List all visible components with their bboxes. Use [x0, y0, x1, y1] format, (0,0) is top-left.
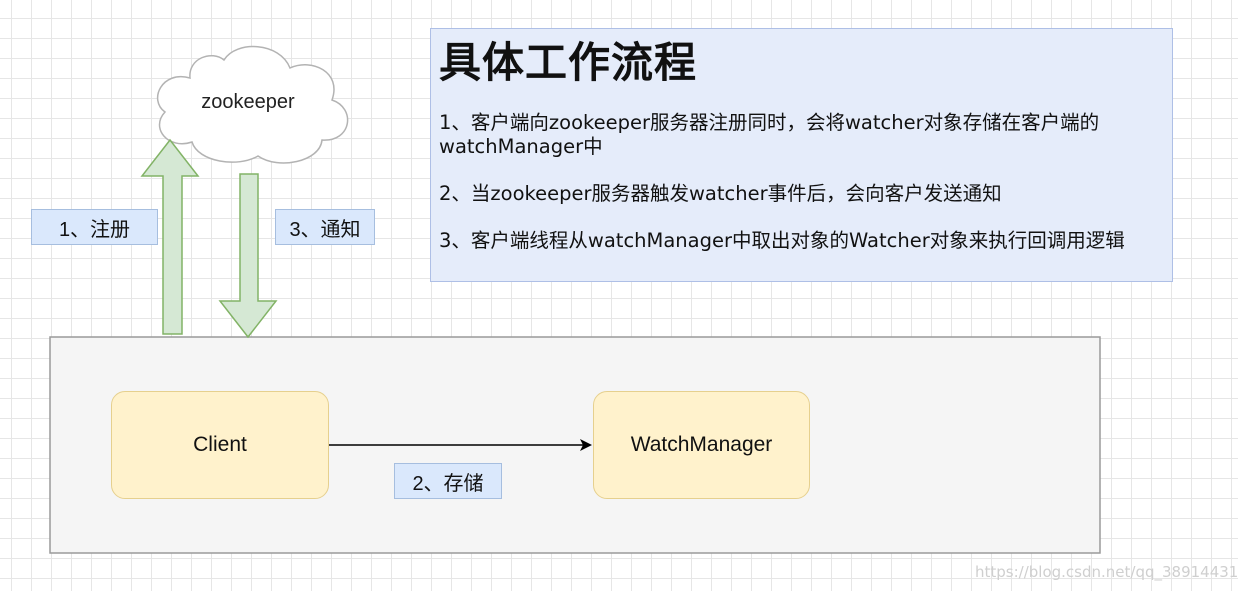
register-label-text: 1、注册 — [58, 218, 131, 241]
info-step-3: 3、客户端线程从watchManager中取出对象的Watcher对象来执行回调… — [439, 229, 1125, 252]
register-label: 1、注册 — [31, 209, 158, 245]
info-panel: 具体工作流程 1、客户端向zookeeper服务器注册同时，会将watcher对… — [430, 28, 1173, 282]
zookeeper-cloud — [156, 45, 349, 164]
notify-label: 3、通知 — [275, 209, 375, 245]
watch-manager-node: WatchManager — [593, 391, 810, 499]
zookeeper-label: zookeeper — [201, 90, 295, 113]
info-title: 具体工作流程 — [439, 38, 698, 87]
watermark: https://blog.csdn.net/qq_38914431 — [975, 563, 1238, 581]
notify-arrow — [218, 173, 278, 339]
watch-manager-label: WatchManager — [630, 433, 773, 456]
client-node: Client — [111, 391, 329, 499]
notify-label-text: 3、通知 — [289, 218, 361, 241]
store-label: 2、存储 — [394, 463, 502, 499]
info-step-2: 2、当zookeeper服务器触发watcher事件后，会向客户发送通知 — [439, 182, 1002, 205]
client-label: Client — [193, 433, 247, 456]
register-arrow — [140, 138, 200, 335]
info-step-1: 1、客户端向zookeeper服务器注册同时，会将watcher对象存储在客户端… — [439, 111, 1100, 158]
zookeeper-node: zookeeper — [168, 80, 328, 124]
store-label-text: 2、存储 — [412, 472, 484, 495]
